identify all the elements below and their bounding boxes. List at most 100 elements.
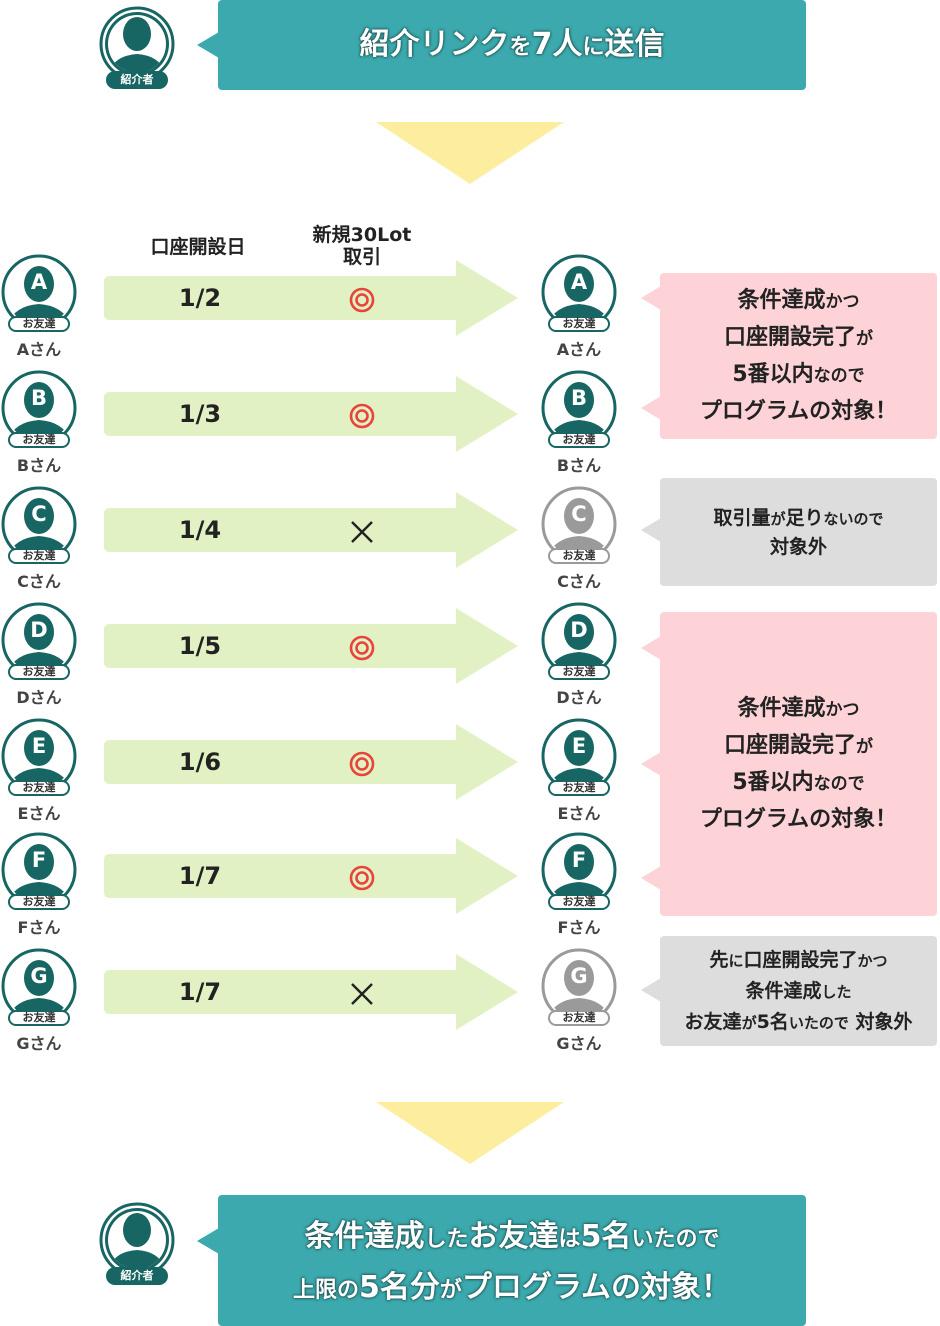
- open-date: 1/7: [178, 862, 222, 890]
- callout-eligible-ab: 条件達成かつ 口座開設完了が 5番以内なので プログラムの対象！: [660, 273, 937, 439]
- friend-name: Bさん: [556, 456, 602, 475]
- avatar-letter: D: [570, 618, 588, 642]
- avatar-letter: A: [30, 270, 48, 294]
- referrer-tag: 紹介者: [106, 71, 168, 89]
- open-date: 1/3: [178, 400, 222, 428]
- row-arrow: [104, 492, 520, 568]
- avatar-letter: C: [571, 502, 587, 526]
- row-arrow: [104, 954, 520, 1030]
- friend-avatar: F お友達 Fさん: [1, 832, 77, 937]
- friend-avatar: D お友達 Dさん: [541, 602, 617, 707]
- open-date: 1/4: [178, 516, 222, 544]
- referrer-tag: 紹介者: [106, 1267, 168, 1285]
- friend-name: Aさん: [16, 340, 62, 359]
- friend-name: Fさん: [17, 918, 61, 937]
- person-icon: [541, 602, 617, 678]
- double-circle-icon: [330, 286, 394, 318]
- friend-tag: お友達: [548, 548, 610, 564]
- open-date: 1/7: [178, 978, 222, 1006]
- cross-icon: [330, 518, 394, 550]
- callout-tail: [641, 752, 661, 776]
- double-circle-icon: [330, 634, 394, 666]
- double-circle-icon: [330, 402, 394, 434]
- friend-tag: お友達: [548, 894, 610, 910]
- friend-name: Cさん: [17, 572, 61, 591]
- friend-tag: お友達: [548, 316, 610, 332]
- cross-icon: [330, 980, 394, 1012]
- down-arrow-bottom: [376, 1102, 564, 1164]
- callout-excluded-c: 取引量が足りないので 対象外: [660, 478, 937, 586]
- friend-tag: お友達: [548, 1010, 610, 1026]
- friend-avatar: A お友達 Aさん: [541, 254, 617, 359]
- avatar-letter: B: [30, 386, 47, 410]
- open-date: 1/5: [178, 632, 222, 660]
- friend-avatar: G お友達 Gさん: [1, 948, 77, 1053]
- friend-tag: お友達: [8, 664, 70, 680]
- callout-tail: [641, 866, 661, 890]
- friend-name: Dさん: [16, 688, 62, 707]
- friend-tag: お友達: [8, 1010, 70, 1026]
- friend-name: Fさん: [557, 918, 601, 937]
- person-icon: [99, 6, 175, 82]
- row-arrow: [104, 724, 520, 800]
- friend-avatar: E お友達 Eさん: [1, 718, 77, 823]
- result-banner: 条件達成したお友達は5名いたので 上限の5名分がプログラムの対象！: [218, 1195, 806, 1326]
- friend-avatar: C お友達 Cさん: [541, 486, 617, 591]
- avatar-letter: D: [30, 618, 48, 642]
- open-date: 1/2: [178, 284, 222, 312]
- friend-tag: お友達: [548, 664, 610, 680]
- friend-name: Aさん: [556, 340, 602, 359]
- open-date: 1/6: [178, 748, 222, 776]
- callout-tail: [641, 978, 661, 1002]
- friend-tag: お友達: [8, 548, 70, 564]
- row-arrow: [104, 260, 520, 336]
- row-arrow: [104, 838, 520, 914]
- friend-name: Bさん: [16, 456, 62, 475]
- avatar-letter: A: [570, 270, 588, 294]
- person-icon: [1, 254, 77, 330]
- avatar-letter: F: [31, 848, 47, 872]
- friend-tag: お友達: [8, 894, 70, 910]
- double-circle-icon: [330, 750, 394, 782]
- down-arrow-top: [376, 122, 564, 184]
- friend-avatar: C お友達 Cさん: [1, 486, 77, 591]
- callout-excluded-g: 先に口座開設完了かつ 条件達成した お友達が5名いたので 対象外: [660, 936, 937, 1046]
- friend-name: Cさん: [557, 572, 601, 591]
- friend-name: Eさん: [557, 804, 601, 823]
- avatar-letter: G: [30, 964, 48, 988]
- row-arrow: [104, 608, 520, 684]
- callout-tail: [641, 396, 661, 420]
- friend-tag: お友達: [548, 780, 610, 796]
- referrer-avatar: 紹介者: [99, 6, 175, 89]
- intro-banner-tail: [197, 32, 219, 58]
- callout-tail: [641, 636, 661, 660]
- callout-eligible-def: 条件達成かつ 口座開設完了が 5番以内なので プログラムの対象！: [660, 612, 937, 916]
- avatar-letter: F: [571, 848, 587, 872]
- friend-avatar: E お友達 Eさん: [541, 718, 617, 823]
- referrer-avatar-result: 紹介者: [99, 1202, 175, 1285]
- friend-name: Dさん: [556, 688, 602, 707]
- friend-tag: お友達: [8, 316, 70, 332]
- callout-tail: [641, 518, 661, 542]
- friend-name: Gさん: [16, 1034, 62, 1053]
- friend-avatar: A お友達 Aさん: [1, 254, 77, 359]
- friend-avatar: B お友達 Bさん: [1, 370, 77, 475]
- result-banner-tail: [197, 1228, 219, 1254]
- friend-tag: お友達: [548, 432, 610, 448]
- header-trade: 新規30Lot 取引: [312, 224, 412, 268]
- friend-name: Eさん: [17, 804, 61, 823]
- avatar-letter: B: [570, 386, 587, 410]
- friend-avatar: D お友達 Dさん: [1, 602, 77, 707]
- row-arrow: [104, 376, 520, 452]
- friend-avatar: B お友達 Bさん: [541, 370, 617, 475]
- double-circle-icon: [330, 864, 394, 896]
- callout-tail: [641, 286, 661, 310]
- avatar-letter: E: [571, 734, 587, 758]
- avatar-letter: C: [31, 502, 47, 526]
- avatar-letter: G: [570, 964, 588, 988]
- friend-tag: お友達: [8, 432, 70, 448]
- friend-avatar: F お友達 Fさん: [541, 832, 617, 937]
- friend-tag: お友達: [8, 780, 70, 796]
- avatar-letter: E: [31, 734, 47, 758]
